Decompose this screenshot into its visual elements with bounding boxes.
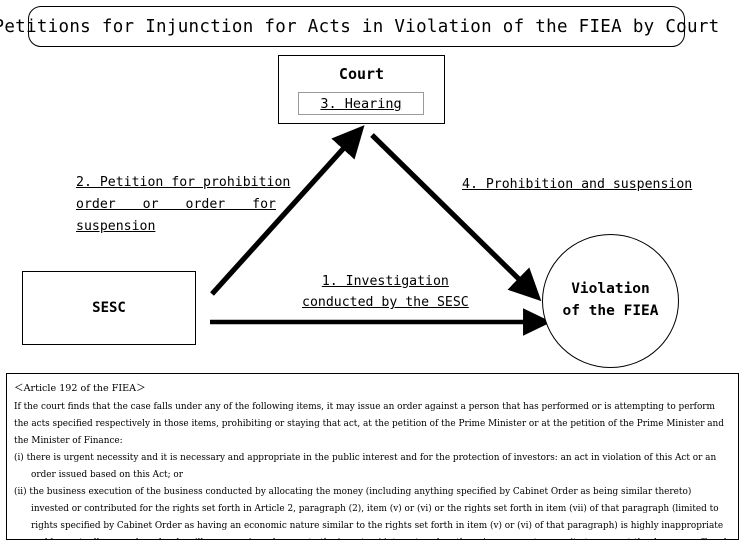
- node-violation-label-line2: of the FIEA: [562, 303, 659, 319]
- edge-label-petition-line1: 2. Petition for prohibition: [76, 175, 291, 190]
- edge-label-investigation-line2: conducted by the SESC: [302, 295, 469, 311]
- article-item-i: (i) there is urgent necessity and it is …: [14, 453, 717, 481]
- node-violation[interactable]: Violation of the FIEA: [542, 234, 679, 368]
- article-item-ii: (ii) the business execution of the busin…: [14, 487, 727, 539]
- edge-label-investigation: 1. Investigation conducted by the SESC: [302, 271, 469, 313]
- edge-label-prohibition-line1: 4. Prohibition and suspension: [462, 177, 693, 192]
- node-violation-label-line1: Violation: [571, 281, 650, 298]
- node-sesc-label: SESC: [92, 300, 126, 316]
- diagram-title-box: Petitions for Injunction for Acts in Vio…: [0, 6, 719, 47]
- page-title: Petitions for Injunction for Acts in Vio…: [0, 16, 720, 37]
- edge-label-petition-line3: suspension: [76, 218, 156, 234]
- arrow-court-to-violation: [370, 133, 542, 302]
- node-court-hearing-box[interactable]: 3. Hearing: [298, 92, 424, 115]
- article-reference-box: ＜Article 192 of the FIEA＞ If the court f…: [6, 373, 739, 540]
- node-sesc[interactable]: SESC: [22, 271, 196, 345]
- edge-label-investigation-line1: 1. Investigation: [321, 274, 449, 289]
- article-heading: ＜Article 192 of the FIEA＞: [14, 383, 146, 394]
- node-court-hearing-label: 3. Hearing: [320, 95, 402, 112]
- edge-label-petition-line2: order or order for: [76, 196, 276, 212]
- article-paragraph: If the court finds that the case falls u…: [14, 401, 724, 446]
- edge-label-petition: 2. Petition for prohibition order or ord…: [76, 172, 291, 237]
- edge-label-prohibition: 4. Prohibition and suspension: [462, 174, 692, 196]
- node-court[interactable]: Court 3. Hearing: [278, 55, 445, 124]
- node-court-label: Court: [338, 65, 385, 83]
